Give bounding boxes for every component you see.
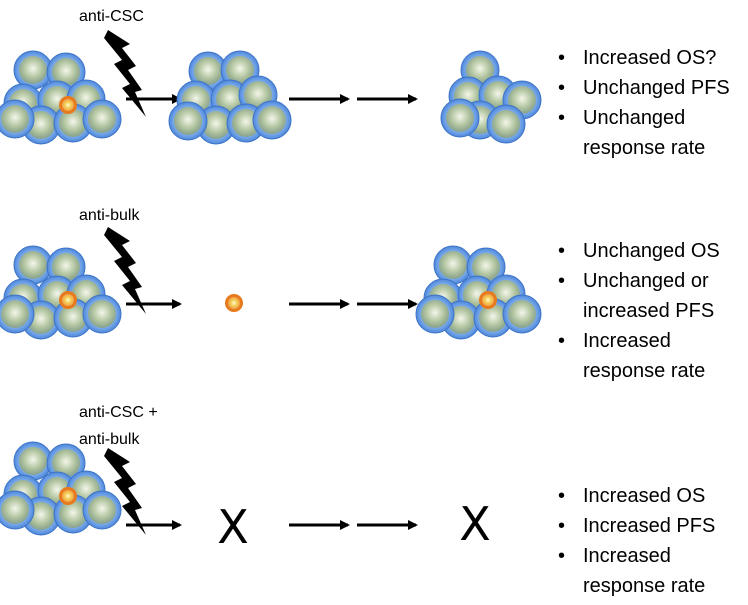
bulk-cluster — [169, 51, 291, 144]
outcome-text: Unchanged or increased PFS — [583, 270, 715, 322]
tumor-with-csc-cluster — [0, 246, 121, 339]
surviving-csc — [225, 294, 243, 312]
outcome-list-row-1: Increased OS? Unchanged PFS Unchanged re… — [556, 43, 746, 163]
outcome-item: Increased response rate — [556, 326, 723, 386]
outcome-text: Unchanged response rate — [583, 107, 706, 159]
outcome-item: Increased response rate — [556, 541, 723, 601]
outcome-item: Unchanged OS — [556, 236, 746, 266]
treatment-label-line-1: anti-bulk — [79, 207, 140, 224]
outcome-list-row-2: Unchanged OS Unchanged or increased PFS … — [556, 236, 746, 386]
outcome-item: Increased PFS — [556, 511, 746, 541]
row-1: anti-CSC — [0, 8, 541, 144]
tumor-with-csc-cluster — [0, 51, 121, 144]
outcome-item: Increased OS — [556, 481, 746, 511]
tumor-with-csc-cluster — [0, 442, 121, 535]
outcome-text: Increased response rate — [583, 545, 706, 597]
relapsed-tumor-cluster — [416, 246, 541, 339]
outcome-text: Increased response rate — [583, 330, 706, 382]
outcome-item: Unchanged PFS — [556, 73, 746, 103]
reduced-cluster — [441, 51, 541, 143]
outcome-item: Increased OS? — [556, 43, 746, 73]
treatment-label-line-2: anti-bulk — [79, 431, 140, 448]
treatment-label-line-1: anti-CSC — [79, 8, 144, 25]
outcome-item: Unchanged response rate — [556, 103, 723, 163]
row-3: anti-CSC + anti-bulk X X — [0, 404, 491, 554]
outcome-item: Unchanged or increased PFS — [556, 266, 748, 326]
outcome-list-row-3: Increased OS Increased PFS Increased res… — [556, 481, 746, 601]
row-2: anti-bulk — [0, 207, 541, 339]
eliminated-x-mark: X — [217, 500, 249, 554]
treatment-label-line-1: anti-CSC + — [79, 404, 158, 421]
eliminated-x-mark: X — [459, 497, 491, 551]
